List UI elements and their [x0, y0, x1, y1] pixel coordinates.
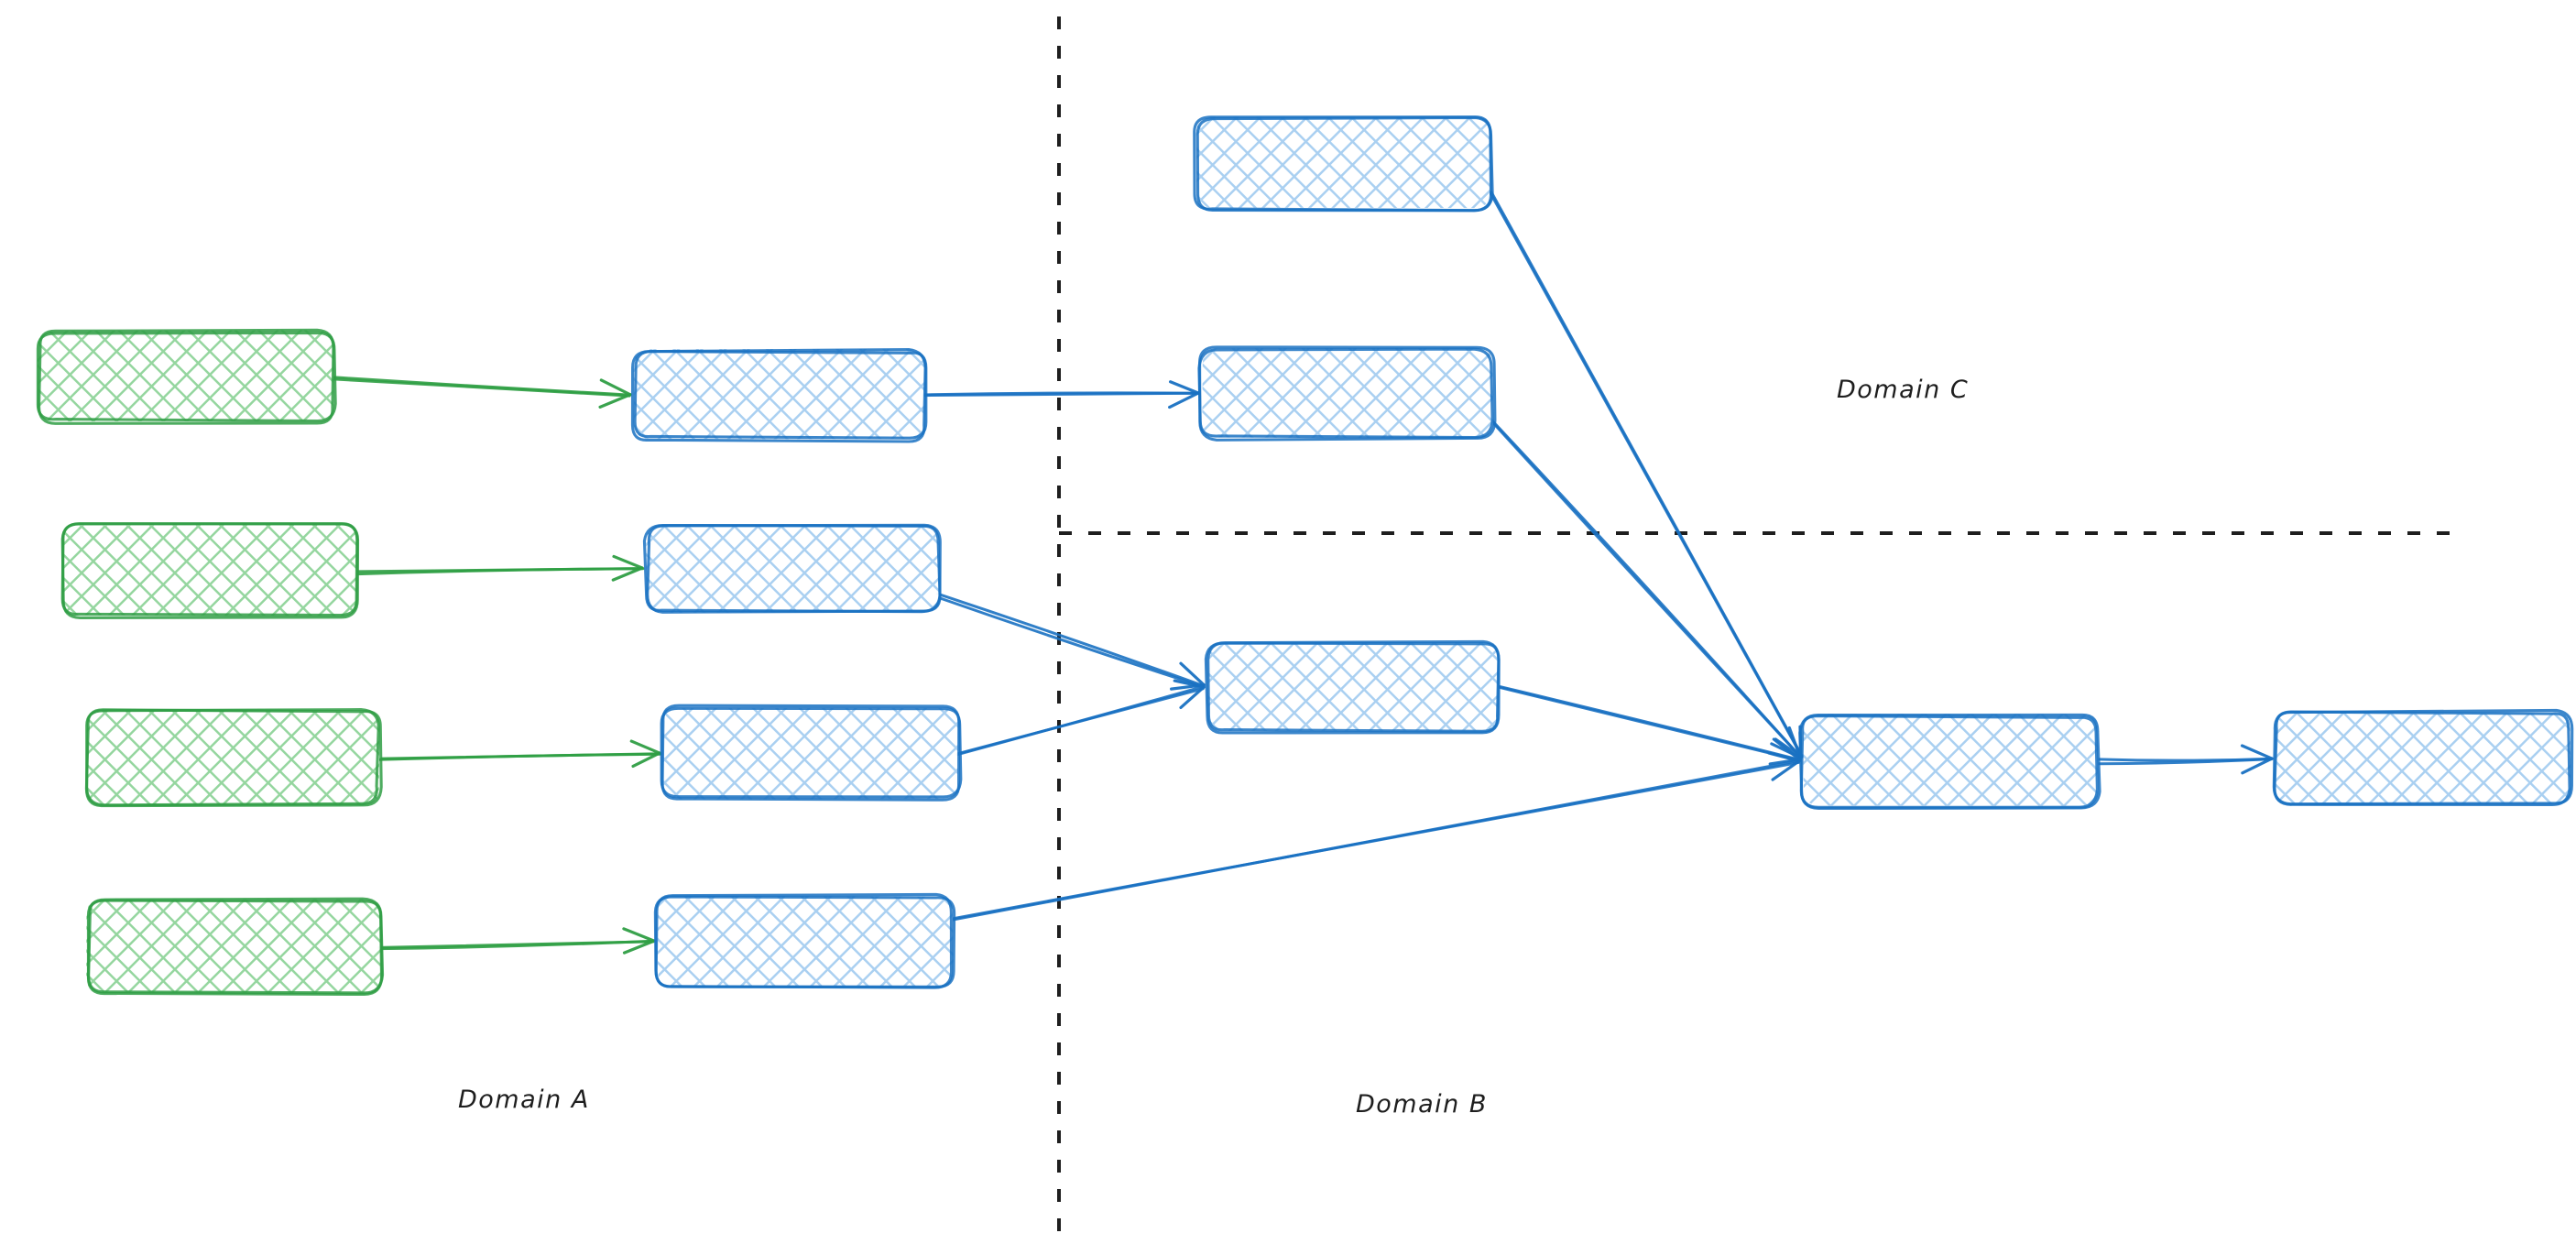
edge-a4-b4 [377, 927, 656, 955]
node-c2[interactable] [1197, 345, 1497, 442]
edge-b1-c2 [922, 380, 1200, 409]
node-b4[interactable] [653, 892, 956, 989]
edge-b3-c3 [955, 679, 1206, 757]
node-c3[interactable] [1204, 639, 1501, 735]
node-a2[interactable] [60, 522, 360, 619]
node-a3[interactable] [84, 708, 383, 808]
node-layer [36, 115, 2574, 996]
edge-b2-c3 [935, 592, 1206, 691]
domain-label-domain-c: Domain C [1837, 376, 1970, 404]
edge-b4-d1 [951, 751, 1801, 922]
node-b3[interactable] [660, 704, 963, 802]
node-e1[interactable] [2272, 708, 2574, 807]
node-d1[interactable] [1798, 713, 2101, 811]
edge-d1-e1 [2097, 744, 2274, 775]
node-a4[interactable] [86, 897, 385, 996]
node-c1[interactable] [1193, 115, 1494, 213]
edge-a1-b1 [332, 376, 632, 409]
edge-c1-d1 [1490, 191, 1804, 759]
edge-a3-b3 [377, 739, 662, 769]
edge-a2-b2 [356, 554, 645, 582]
edge-c3-d1 [1497, 684, 1802, 766]
edge-layer [332, 191, 2274, 955]
node-b2[interactable] [642, 523, 942, 614]
domain-label-domain-b: Domain B [1356, 1090, 1488, 1119]
node-a1[interactable] [36, 328, 337, 425]
domain-label-domain-a: Domain A [458, 1086, 590, 1114]
node-b1[interactable] [630, 348, 928, 443]
